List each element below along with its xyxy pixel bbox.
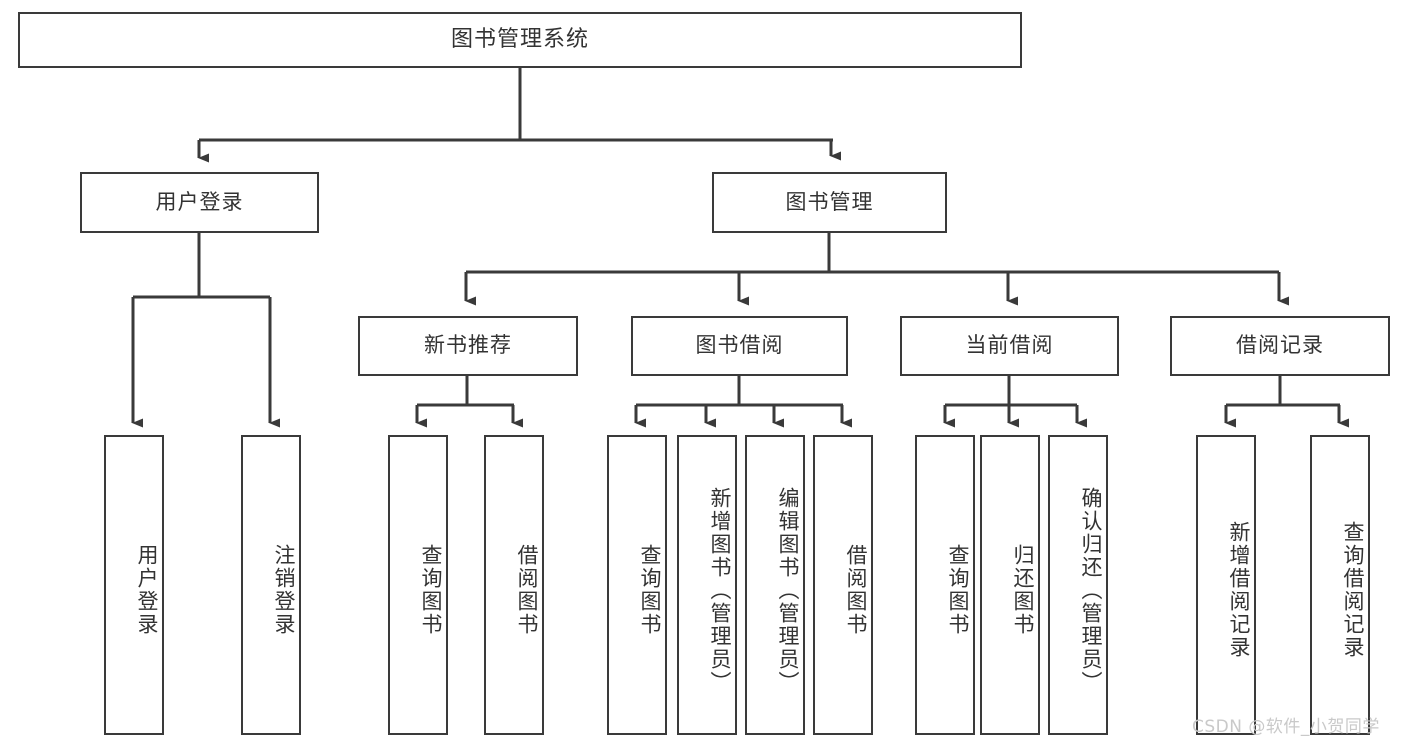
node-leaf-return-book[interactable]: 归还图书 xyxy=(980,435,1040,735)
node-borrow-record[interactable]: 借阅记录 xyxy=(1170,316,1390,376)
node-leaf-query-book-1[interactable]: 查询图书 xyxy=(388,435,448,735)
node-leaf-query-book-2[interactable]: 查询图书 xyxy=(607,435,667,735)
node-leaf-borrow-book-2-label: 借阅图书 xyxy=(844,544,868,636)
node-leaf-borrow-book-1-label: 借阅图书 xyxy=(515,544,539,636)
csdn-watermark: CSDN @软件_小贺同学 xyxy=(1192,717,1380,737)
node-user-login-label: 用户登录 xyxy=(155,189,244,214)
node-leaf-add-record[interactable]: 新增借阅记录 xyxy=(1196,435,1256,735)
node-borrow-record-label: 借阅记录 xyxy=(1236,333,1324,358)
node-leaf-add-book-label: 新增图书（管理员） xyxy=(708,486,732,694)
node-leaf-query-record[interactable]: 查询借阅记录 xyxy=(1310,435,1370,735)
node-book-management[interactable]: 图书管理 xyxy=(712,172,947,233)
node-leaf-confirm-return[interactable]: 确认归还（管理员） xyxy=(1048,435,1108,735)
node-root[interactable]: 图书管理系统 xyxy=(18,12,1022,68)
node-leaf-user-login-label: 用户登录 xyxy=(135,544,159,636)
node-leaf-query-book-1-label: 查询图书 xyxy=(419,544,443,636)
node-current-borrow-label: 当前借阅 xyxy=(965,333,1054,358)
node-book-borrow[interactable]: 图书借阅 xyxy=(631,316,848,376)
node-leaf-user-login[interactable]: 用户登录 xyxy=(104,435,164,735)
node-new-book-recommend-label: 新书推荐 xyxy=(424,333,512,358)
node-leaf-add-book[interactable]: 新增图书（管理员） xyxy=(677,435,737,735)
node-book-borrow-label: 图书借阅 xyxy=(695,333,784,358)
node-leaf-add-record-label: 新增借阅记录 xyxy=(1227,521,1251,659)
node-leaf-borrow-book-2[interactable]: 借阅图书 xyxy=(813,435,873,735)
node-leaf-return-book-label: 归还图书 xyxy=(1011,544,1035,636)
node-leaf-query-book-2-label: 查询图书 xyxy=(638,544,662,636)
node-new-book-recommend[interactable]: 新书推荐 xyxy=(358,316,578,376)
node-root-label: 图书管理系统 xyxy=(450,26,589,52)
node-leaf-edit-book-label: 编辑图书（管理员） xyxy=(776,486,800,694)
node-leaf-user-logout-label: 注销登录 xyxy=(272,544,296,636)
node-current-borrow[interactable]: 当前借阅 xyxy=(900,316,1119,376)
node-leaf-borrow-book-1[interactable]: 借阅图书 xyxy=(484,435,544,735)
node-leaf-query-book-3-label: 查询图书 xyxy=(946,544,970,636)
node-leaf-confirm-return-label: 确认归还（管理员） xyxy=(1079,486,1103,694)
node-user-login[interactable]: 用户登录 xyxy=(80,172,319,233)
node-leaf-user-logout[interactable]: 注销登录 xyxy=(241,435,301,735)
node-leaf-query-record-label: 查询借阅记录 xyxy=(1341,521,1365,659)
node-leaf-edit-book[interactable]: 编辑图书（管理员） xyxy=(745,435,805,735)
node-book-management-label: 图书管理 xyxy=(785,189,874,214)
node-leaf-query-book-3[interactable]: 查询图书 xyxy=(915,435,975,735)
